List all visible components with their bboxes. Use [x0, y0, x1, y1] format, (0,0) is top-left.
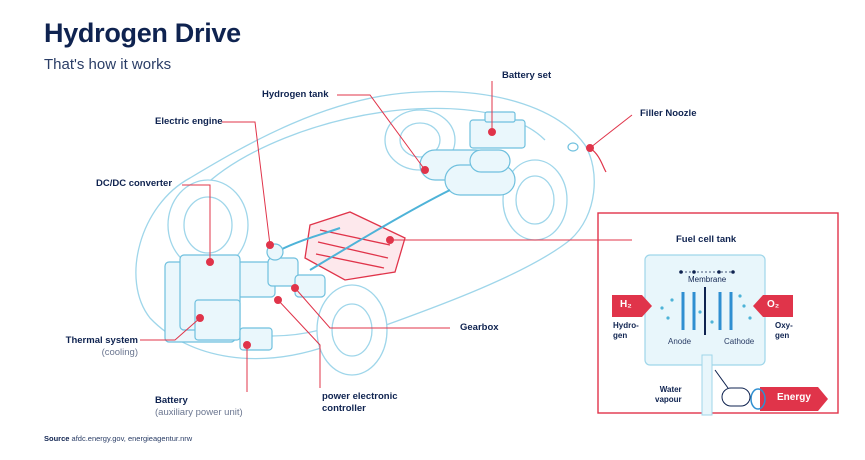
label-thermal-system-sub: (cooling) — [101, 347, 138, 358]
label-thermal-system: Thermal system (cooling) — [60, 335, 138, 359]
fc-anode: Anode — [668, 337, 692, 346]
label-fuel-cell-tank: Fuel cell tank — [676, 234, 737, 245]
fc-oxygen-line1: Oxy- — [775, 321, 793, 330]
fc-water-line1: Water — [659, 385, 682, 394]
fc-oxygen: Oxy- gen — [775, 321, 793, 341]
fc-o2: O₂ — [767, 299, 780, 310]
label-battery-set: Battery set — [502, 70, 552, 81]
fc-oxygen-line2: gen — [775, 331, 790, 340]
wheels — [167, 109, 568, 376]
fc-water-vapour: Water vapour — [655, 385, 682, 405]
fuel-cell-panel — [597, 212, 839, 416]
leader-lines — [140, 81, 633, 392]
label-electric-engine: Electric engine — [155, 116, 223, 127]
source-text: afdc.energy.gov, energieagentur.nrw — [71, 434, 193, 443]
fc-cathode: Cathode — [724, 337, 755, 346]
label-dc-dc-converter: DC/DC converter — [96, 178, 173, 189]
label-battery: Battery (auxiliary power unit) — [155, 395, 243, 419]
label-power-controller-line2: controller — [322, 403, 366, 414]
label-thermal-system-title: Thermal system — [65, 335, 138, 346]
fc-water-line2: vapour — [655, 395, 682, 404]
thermal-radiator — [164, 254, 241, 343]
label-battery-sub: (auxiliary power unit) — [155, 407, 243, 418]
engine-block — [229, 243, 326, 298]
label-filler-noozle: Filler Noozle — [640, 108, 697, 119]
label-gearbox: Gearbox — [460, 322, 499, 333]
label-battery-title: Battery — [155, 395, 188, 406]
fc-membrane: Membrane — [688, 275, 727, 284]
fc-h2: H₂ — [620, 299, 632, 310]
label-hydrogen-tank: Hydrogen tank — [262, 89, 329, 100]
label-power-controller-line1: power electronic — [322, 391, 398, 402]
source-prefix: Source — [44, 434, 70, 443]
battery-set — [469, 111, 526, 149]
diagram-title: Hydrogen Drive — [44, 18, 241, 48]
diagram-subtitle: That's how it works — [44, 56, 172, 73]
fc-energy: Energy — [777, 392, 811, 403]
label-power-electronic-controller: power electronic controller — [322, 391, 398, 415]
hydrogen-pipes — [279, 189, 451, 271]
fc-hydrogen: Hydro- gen — [613, 321, 639, 341]
hydrogen-tanks — [419, 149, 516, 196]
fc-hydrogen-line2: gen — [613, 331, 628, 340]
fc-hydrogen-line1: Hydro- — [613, 321, 639, 330]
source-note: Source afdc.energy.gov, energieagentur.n… — [44, 434, 192, 443]
